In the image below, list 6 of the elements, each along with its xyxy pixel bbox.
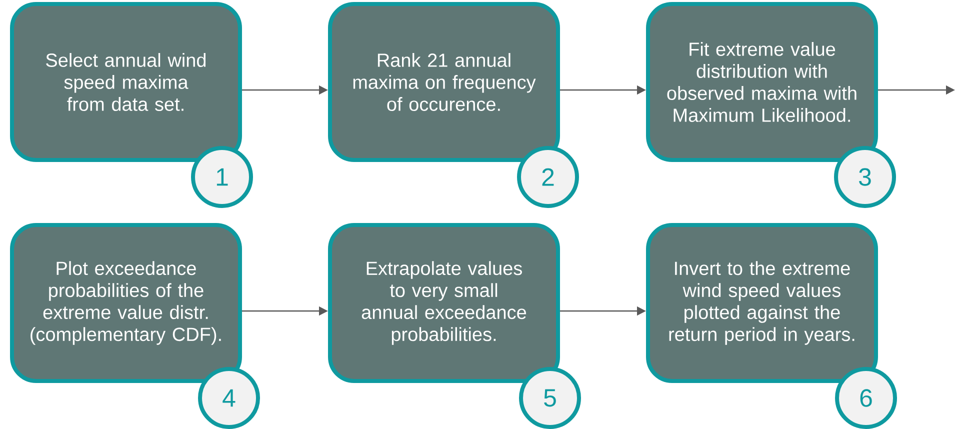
process-box: Extrapolate values to very small annual exceedance probabilities. [328,223,560,383]
process-box: Plot exceedance probabilities of the extreme value distr. (complementary CDF). [10,223,242,383]
process-box: Select annual wind speed maxima from data set. [10,2,242,162]
process-box: Rank 21 annual maxima on frequency of occurence. [328,2,560,162]
process-box: Fit extreme value distribution with observed maxima with Maximum Likelihood. [646,2,878,162]
process-box: Invert to the extreme wind speed values plotted against the return period in years. [646,223,878,383]
